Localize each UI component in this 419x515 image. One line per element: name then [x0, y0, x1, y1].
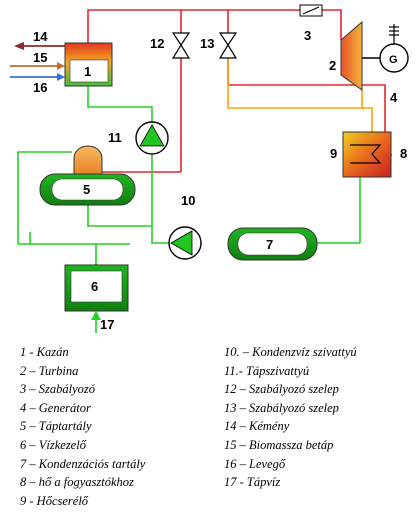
- legend-right-column: 10. – Kondenzvíz szivattyú 11.- Tápsziva…: [224, 343, 357, 492]
- label-13: 13: [200, 36, 214, 51]
- label-16: 16: [33, 80, 47, 95]
- legend-left-column: 1 - Kazán 2 – Turbina 3 – Szabályozó 4 –…: [20, 343, 145, 510]
- legend-item: 10. – Kondenzvíz szivattyú: [224, 345, 357, 359]
- label-1: 1: [84, 64, 91, 79]
- label-12: 12: [150, 36, 164, 51]
- control-valve-12: [171, 32, 191, 59]
- feed-water-inlet: [91, 311, 101, 333]
- feed-tank: 5: [39, 145, 136, 206]
- steam-lines: [87, 9, 386, 173]
- water-lines: [17, 86, 392, 265]
- legend-item: 8 – hő a fogyasztókhoz: [20, 475, 134, 490]
- legend-item: 6 – Vízkezelő: [20, 437, 86, 452]
- label-17: 17: [100, 317, 114, 332]
- exhaust-line: [227, 58, 373, 132]
- legend-item: 7 – Kondenzációs tartály: [20, 456, 146, 471]
- water-treatment: 6: [64, 264, 129, 312]
- condensate-pump: [168, 226, 202, 260]
- turbine: [340, 20, 380, 91]
- cogeneration-scheme: 1 G: [10, 4, 409, 333]
- label-9: 9: [330, 146, 337, 161]
- control-valve-13: [218, 32, 238, 59]
- label-3: 3: [304, 28, 311, 43]
- legend-item: 16 – Levegő: [224, 456, 286, 471]
- heat-exchanger: [342, 131, 392, 178]
- legend-item: 14 – Kémény: [224, 419, 290, 434]
- label-2: 2: [329, 58, 336, 73]
- regulator: [299, 4, 323, 17]
- generator-symbol: G: [389, 54, 398, 66]
- generator: G: [379, 24, 409, 73]
- label-6: 6: [91, 279, 98, 294]
- legend-item: 12 – Szabályozó szelep: [224, 382, 339, 397]
- label-10: 10: [181, 193, 195, 208]
- legend-item: 1 - Kazán: [20, 345, 69, 359]
- condensation-tank: 7: [227, 227, 318, 261]
- label-14: 14: [33, 29, 48, 44]
- label-8: 8: [400, 146, 407, 161]
- label-5: 5: [83, 182, 90, 197]
- boiler: 1: [64, 42, 113, 87]
- feed-pump: [135, 121, 169, 155]
- legend-item: 15 – Biomassza betáp: [224, 437, 334, 452]
- legend-item: 9 - Hőcserélő: [20, 493, 89, 508]
- boiler-connections: [10, 42, 65, 81]
- label-4: 4: [390, 90, 398, 105]
- label-15: 15: [33, 50, 47, 65]
- label-7: 7: [266, 237, 273, 252]
- label-11: 11: [108, 130, 122, 145]
- legend-item: 13 – Szabályozó szelep: [224, 400, 339, 415]
- legend-item: 11.- Tápszivattyú: [224, 363, 310, 378]
- legend-item: 2 – Turbina: [20, 363, 79, 378]
- legend-item: 5 – Táptartály: [20, 419, 92, 434]
- legend-item: 3 – Szabályozó: [20, 382, 95, 397]
- legend-item: 17 - Tápvíz: [224, 475, 281, 490]
- legend-item: 4 – Generátor: [20, 400, 91, 415]
- legend: 1 - Kazán 2 – Turbina 3 – Szabályozó 4 –…: [0, 343, 419, 515]
